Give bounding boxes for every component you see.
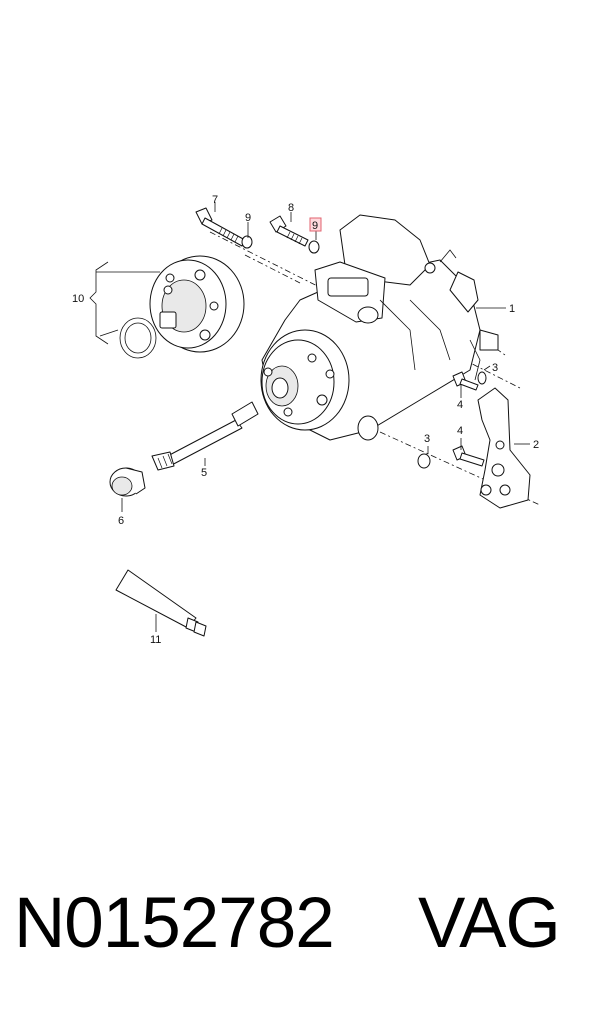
grease-tube-part-11: [115, 569, 207, 637]
callout-11: 11: [150, 634, 161, 646]
callout-4a: 4: [457, 399, 463, 411]
callout-3a: 3: [492, 362, 498, 374]
callout-1: 1: [509, 303, 515, 315]
clutch-pulley-part-10: [149, 255, 245, 353]
compressor-part-1: [260, 214, 499, 441]
brand-label: VAG: [418, 884, 561, 963]
sleeve-part-3b: [417, 453, 431, 469]
callout-2: 2: [533, 439, 539, 451]
callout-6: 6: [118, 515, 124, 527]
bolt-part-7: [195, 207, 246, 247]
callout-7: 7: [212, 194, 218, 206]
highlight-box-callout-9: [309, 217, 322, 232]
fitting-part-5: [151, 401, 259, 471]
washer-part-9a: [241, 235, 253, 249]
callout-9b-highlighted: 9: [312, 220, 318, 232]
bolt-part-8: [269, 215, 309, 247]
callout-10: 10: [72, 293, 84, 305]
callout-8: 8: [288, 202, 294, 214]
plug-part-6: [109, 467, 146, 497]
part-number-label: N0152782: [14, 884, 335, 963]
callout-4b: 4: [457, 425, 463, 437]
callout-3b: 3: [424, 433, 430, 445]
exploded-parts-diagram: 7 9 8 9 10 1 3 4 3 4 2 5 6 11: [72, 194, 541, 646]
sleeve-part-3a: [477, 371, 487, 385]
bracket-part-2: [477, 387, 531, 509]
callout-leader-lines: [121, 202, 530, 632]
washer-part-9b: [308, 240, 320, 254]
callout-5: 5: [201, 467, 207, 479]
circlip-part-10: [119, 317, 157, 359]
callout-bracket-10: [89, 261, 109, 345]
callout-9a: 9: [245, 212, 251, 224]
bolt-part-4b: [452, 445, 485, 467]
bolt-part-4a: [452, 371, 479, 391]
